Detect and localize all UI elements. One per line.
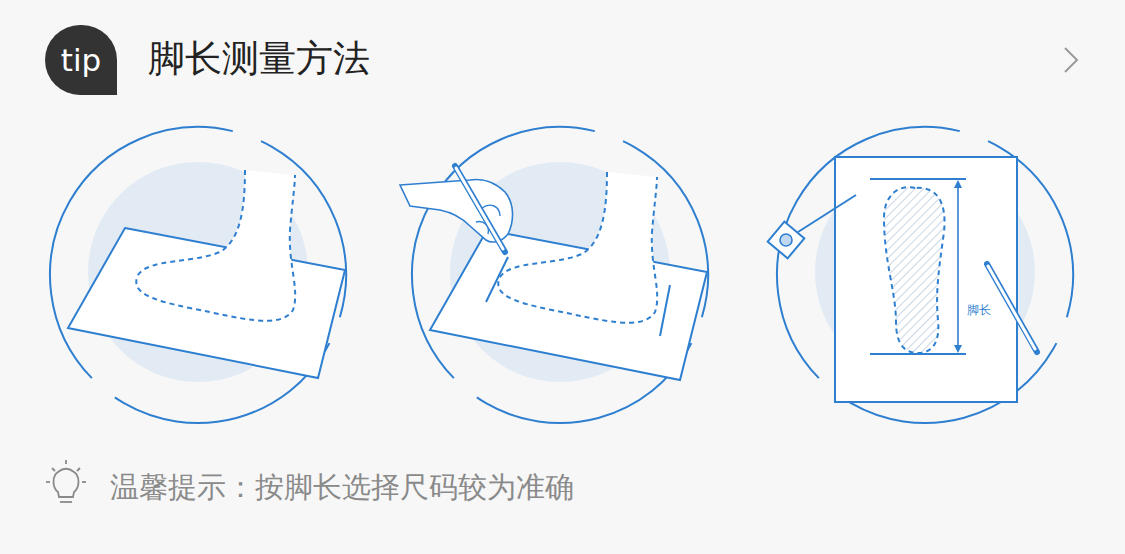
dimension-arrowhead xyxy=(954,180,962,188)
tape-line xyxy=(798,195,856,232)
badge-text: tip xyxy=(61,42,101,78)
ring-arcs xyxy=(358,73,762,477)
footprint xyxy=(884,187,945,353)
dimension-arrowhead xyxy=(954,345,962,353)
bulb-ray xyxy=(65,460,67,464)
pencil-fill xyxy=(456,168,503,249)
heel-mark xyxy=(660,285,670,336)
page-title: 脚长测量方法 xyxy=(148,36,370,82)
tape-holder xyxy=(768,222,805,259)
bulb-ray xyxy=(46,481,50,483)
ring-arcs xyxy=(0,73,400,477)
bulb-ray xyxy=(77,468,80,471)
dimension-label: 脚长 xyxy=(966,302,992,318)
toe-line xyxy=(870,178,966,180)
bulb-ray xyxy=(52,468,55,471)
bulb-icon xyxy=(46,460,86,502)
tip-badge: tip xyxy=(45,25,117,95)
bulb-glass xyxy=(54,469,79,497)
tape-pin xyxy=(780,234,792,246)
paper-sheet xyxy=(835,157,1017,402)
ring-arcs xyxy=(723,73,1125,477)
leg-fill xyxy=(136,170,295,321)
bulb-ray xyxy=(82,481,86,483)
pencil-body xyxy=(455,166,505,252)
step-two-figure xyxy=(358,73,762,477)
step-one-figure xyxy=(0,73,400,477)
foot-outline xyxy=(498,172,657,323)
step-three-figure xyxy=(723,73,1125,477)
foot-outline xyxy=(136,170,295,321)
pencil-body xyxy=(987,264,1037,352)
heel-line xyxy=(870,353,966,355)
bulb-base xyxy=(60,501,72,503)
tip-caption: 温馨提示：按脚长选择尺码较为准确 xyxy=(110,468,574,506)
chevron-icon xyxy=(1065,48,1077,72)
pencil-fill xyxy=(988,266,1035,349)
toe-mark xyxy=(486,257,508,302)
dimension-line xyxy=(957,183,959,350)
leg-fill xyxy=(498,172,657,323)
